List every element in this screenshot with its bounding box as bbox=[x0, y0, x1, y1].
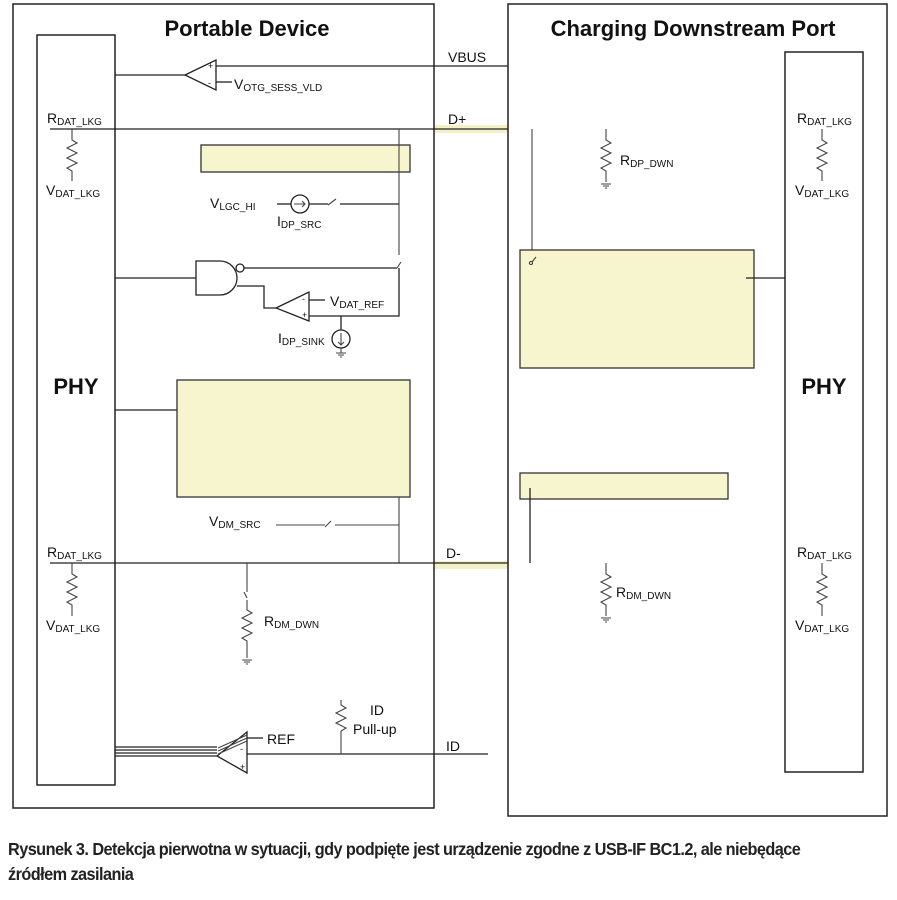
plus-sign: + bbox=[240, 762, 245, 772]
cdp-phy-label: PHY bbox=[801, 374, 847, 399]
minus-sign: - bbox=[208, 78, 211, 88]
vlgc-hi-label: VLGC_HI bbox=[210, 195, 255, 213]
ground-icon bbox=[242, 659, 252, 665]
id-label: ID bbox=[446, 738, 460, 754]
cdp-phy-block bbox=[784, 51, 864, 773]
right-rdat-lkg-bottom-label: RDAT_LKG bbox=[797, 544, 852, 562]
dminus-source-block bbox=[176, 379, 411, 498]
right-vdat-lkg-top-label: VDAT_LKG bbox=[795, 182, 849, 200]
and-gate-icon bbox=[195, 260, 238, 296]
right-rdat-lkg-bottom-resistor-icon bbox=[815, 563, 829, 616]
arrow-down-icon bbox=[337, 333, 345, 346]
minus-sign: - bbox=[302, 294, 305, 304]
cdp-dplus-detector-block bbox=[519, 249, 755, 369]
cdp-dplus-switch-icon bbox=[531, 256, 537, 263]
rdm-dwn-resistor-icon bbox=[599, 563, 613, 616]
left-rdat-lkg-bottom-label: RDAT_LKG bbox=[47, 544, 102, 562]
left-rdat-lkg-bottom-resistor-icon bbox=[65, 563, 79, 616]
vbus-comparator-icon bbox=[183, 58, 217, 92]
portable-phy-label: PHY bbox=[53, 374, 99, 399]
id-pullup-resistor-icon bbox=[334, 700, 348, 754]
vdat-ref-label: VDAT_REF bbox=[330, 293, 384, 311]
left-rdat-lkg-top-resistor-icon bbox=[65, 129, 79, 181]
id-pullup-label-line1: ID bbox=[370, 702, 384, 718]
left-rdm-dwn-label: RDM_DWN bbox=[264, 613, 319, 631]
portable-phy-block bbox=[36, 34, 116, 786]
idp-src-switch-icon bbox=[327, 198, 337, 206]
ground-icon bbox=[336, 348, 346, 358]
left-vdat-lkg-bottom-label: VDAT_LKG bbox=[46, 617, 100, 635]
portable-device-title: Portable Device bbox=[164, 16, 329, 41]
vbus-label: VBUS bbox=[448, 49, 486, 65]
idp-sink-label: IDP_SINK bbox=[278, 330, 325, 348]
id-pullup-label-line2: Pull-up bbox=[353, 721, 397, 737]
ref-label: REF bbox=[267, 731, 295, 747]
votg-sess-vld-label: VOTG_SESS_VLD bbox=[234, 76, 322, 94]
cdp-title: Charging Downstream Port bbox=[551, 16, 836, 41]
vdm-src-label: VDM_SRC bbox=[209, 513, 261, 531]
figure-caption: Rysunek 3. Detekcja pierwotna w sytuacji… bbox=[8, 839, 801, 884]
rdm-dwn-switch-icon bbox=[243, 591, 248, 599]
dplus-label: D+ bbox=[448, 111, 466, 127]
right-vdat-lkg-bottom-label: VDAT_LKG bbox=[795, 617, 849, 635]
cdp-switch-pivot-icon bbox=[528, 260, 534, 266]
right-rdat-lkg-top-label: RDAT_LKG bbox=[797, 110, 852, 128]
left-vdat-lkg-top-label: VDAT_LKG bbox=[46, 182, 100, 200]
rdp-dwn-label: RDP_DWN bbox=[620, 152, 673, 170]
id-comparator-icon bbox=[215, 730, 248, 775]
arrow-right-icon bbox=[294, 200, 306, 208]
right-rdat-lkg-top-resistor-icon bbox=[815, 129, 829, 181]
cdp-dminus-block bbox=[519, 472, 729, 500]
rdp-dwn-resistor-icon bbox=[599, 129, 613, 182]
plus-sign: + bbox=[302, 310, 307, 320]
usb-bc12-primary-detection-diagram: Portable Device PHY + - VOTG_SESS_VLD VB… bbox=[12, 3, 888, 817]
comparator-to-gate-wire bbox=[237, 285, 276, 309]
dminus-label: D- bbox=[446, 545, 461, 561]
ground-icon bbox=[601, 183, 611, 189]
comparator-plus-wire bbox=[309, 268, 400, 317]
left-rdm-dwn-resistor-icon bbox=[240, 600, 254, 658]
dplus-source-block bbox=[200, 144, 411, 173]
vdm-src-switch-icon bbox=[324, 520, 332, 528]
id-comparator-stack-lines bbox=[217, 734, 248, 755]
rdm-dwn-label: RDM_DWN bbox=[616, 584, 671, 602]
ground-icon bbox=[601, 617, 611, 623]
plus-sign: + bbox=[208, 61, 213, 71]
left-rdat-lkg-top-label: RDAT_LKG bbox=[47, 110, 102, 128]
dplus-switch-icon bbox=[396, 261, 402, 269]
minus-sign: - bbox=[240, 744, 243, 754]
vdat-ref-comparator-icon bbox=[274, 290, 310, 322]
idp-src-label: IDP_SRC bbox=[277, 213, 321, 231]
